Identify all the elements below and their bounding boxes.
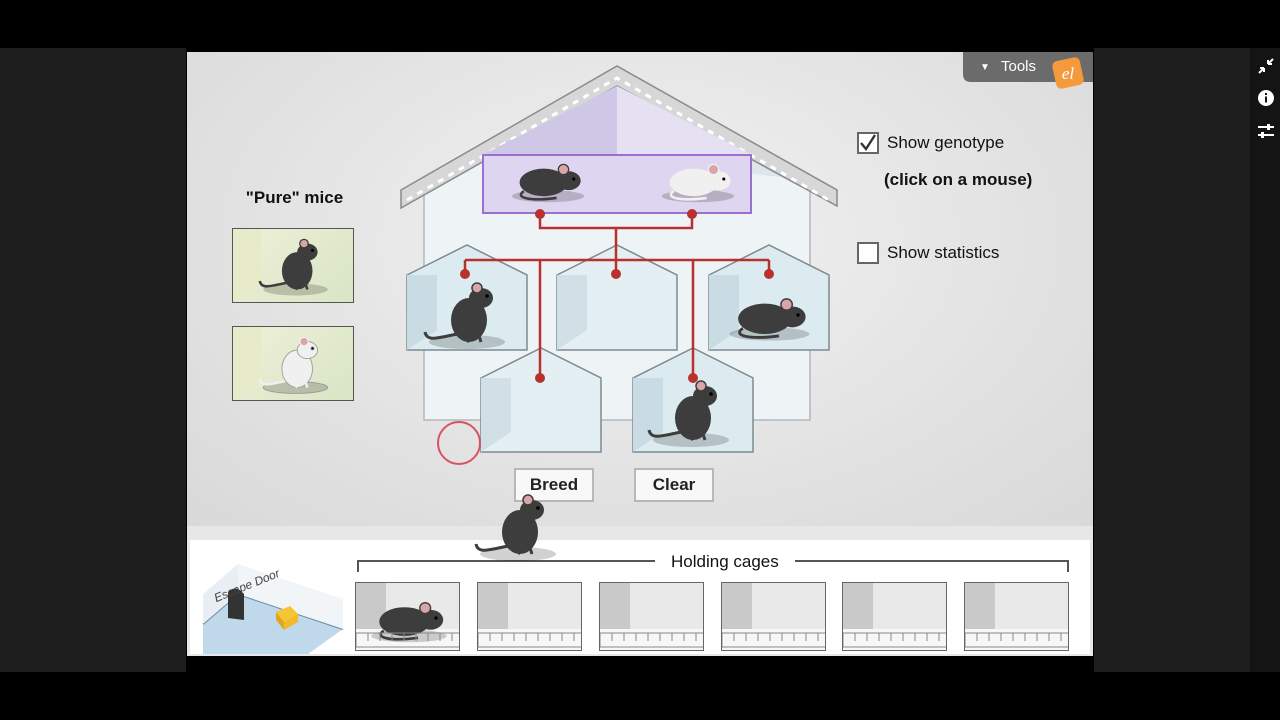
show-genotype-checkbox[interactable] [857,132,879,154]
checkmark-icon [860,134,877,152]
holding-cage-5[interactable] [842,582,947,651]
info-icon[interactable] [1256,88,1276,108]
bottom-panel: Escape Door Holding cages [190,540,1090,654]
offspring-cage-5[interactable] [632,347,754,453]
black-mouse-icon [233,229,330,302]
holding-cage-2[interactable] [477,582,582,651]
pure-white-mouse-cage[interactable] [232,326,354,401]
show-statistics-checkbox[interactable] [857,242,879,264]
explorelearning-badge-icon: el [1052,57,1084,89]
chevron-down-icon: ▼ [980,62,990,73]
left-background [0,48,186,672]
show-statistics-label[interactable]: Show statistics [887,243,1000,262]
escape-door[interactable]: Escape Door [198,554,348,654]
pure-mice-title: "Pure" mice [245,188,344,207]
dragged-black-mouse[interactable] [463,484,573,564]
genotype-hint: (click on a mouse) [884,170,1033,189]
cursor-highlight-ring [437,421,481,465]
holding-cage-6[interactable] [964,582,1069,651]
holding-cage-3[interactable] [599,582,704,651]
show-genotype-label[interactable]: Show genotype [887,133,1005,152]
holding-cages-label: Holding cages [655,552,795,572]
settings-sliders-icon[interactable] [1256,121,1276,141]
holding-cage-4[interactable] [721,582,826,651]
escape-door-icon [202,564,344,654]
offspring-cage-2[interactable] [556,244,678,351]
tools-tab[interactable]: ▼ Tools el [963,52,1093,89]
gizmo-window: ▼ Tools el "Pure" mice [187,52,1093,656]
collapse-icon[interactable] [1256,56,1276,76]
offspring-cage-4[interactable] [480,347,602,453]
offspring-cage-3[interactable] [708,244,830,351]
white-mouse-icon [233,327,330,400]
pure-black-mouse-cage[interactable] [232,228,354,303]
right-background [1094,48,1280,672]
badge-text: el [1062,64,1075,83]
video-bottom-bar [0,672,1280,720]
offspring-cage-1[interactable] [406,244,528,351]
tools-label: Tools [1001,58,1037,75]
clear-button[interactable]: Clear [634,468,714,502]
player-control-strip [1250,48,1280,672]
holding-cage-1[interactable] [355,582,460,651]
breeding-house [400,65,838,453]
video-top-bar [0,0,1280,48]
breeding-nodes [460,209,774,383]
